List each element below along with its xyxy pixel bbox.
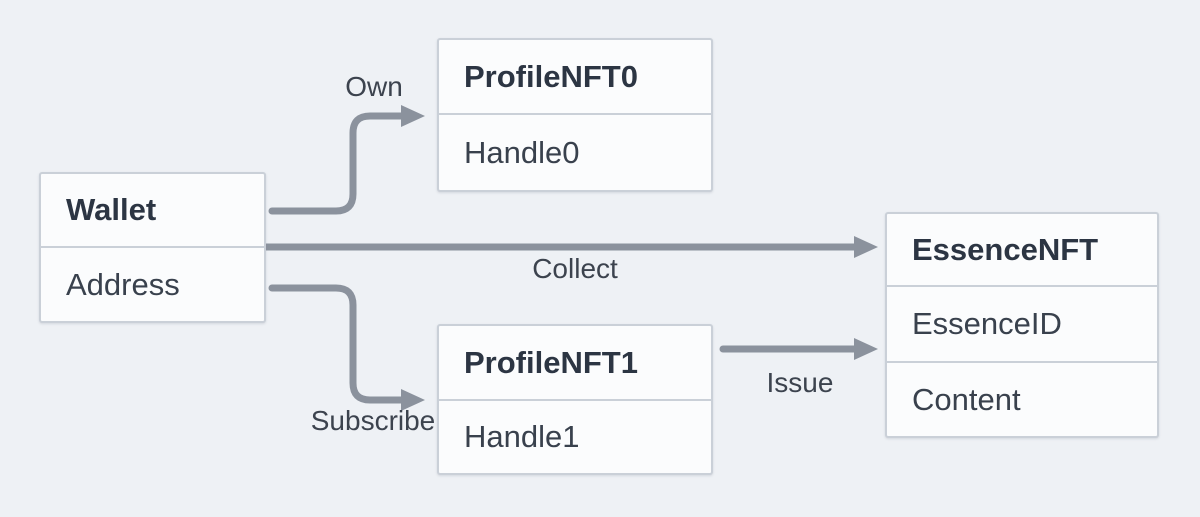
entity-profile-nft-1-title: ProfileNFT1 xyxy=(439,326,711,401)
entity-profile-nft-0-row-handle0: Handle0 xyxy=(464,134,580,170)
entity-profile-nft-1: ProfileNFT1 Handle1 xyxy=(437,324,713,475)
entity-wallet-title: Wallet xyxy=(41,174,264,248)
own-arrow xyxy=(268,105,425,215)
subscribe-arrow xyxy=(268,284,425,411)
subscribe-edge-label: Subscribe xyxy=(310,405,436,436)
entity-profile-nft-0-title: ProfileNFT0 xyxy=(439,40,711,115)
entity-profile-nft-1-row-handle1: Handle1 xyxy=(464,419,580,454)
issue-edge-label: Issue xyxy=(766,367,834,398)
entity-wallet: Wallet Address xyxy=(39,172,266,323)
entity-essence-nft-row-content: Content xyxy=(912,381,1021,417)
entity-wallet-row-address: Address xyxy=(66,266,180,302)
own-edge-label: Own xyxy=(345,71,403,102)
entity-essence-nft-row-essenceid: EssenceID xyxy=(887,287,1157,363)
collect-edge-label: Collect xyxy=(532,253,618,284)
entity-essence-nft: EssenceNFT EssenceID Content xyxy=(885,212,1159,438)
entity-essence-nft-title: EssenceNFT xyxy=(887,214,1157,287)
entity-profile-nft-0: ProfileNFT0 Handle0 xyxy=(437,38,713,192)
